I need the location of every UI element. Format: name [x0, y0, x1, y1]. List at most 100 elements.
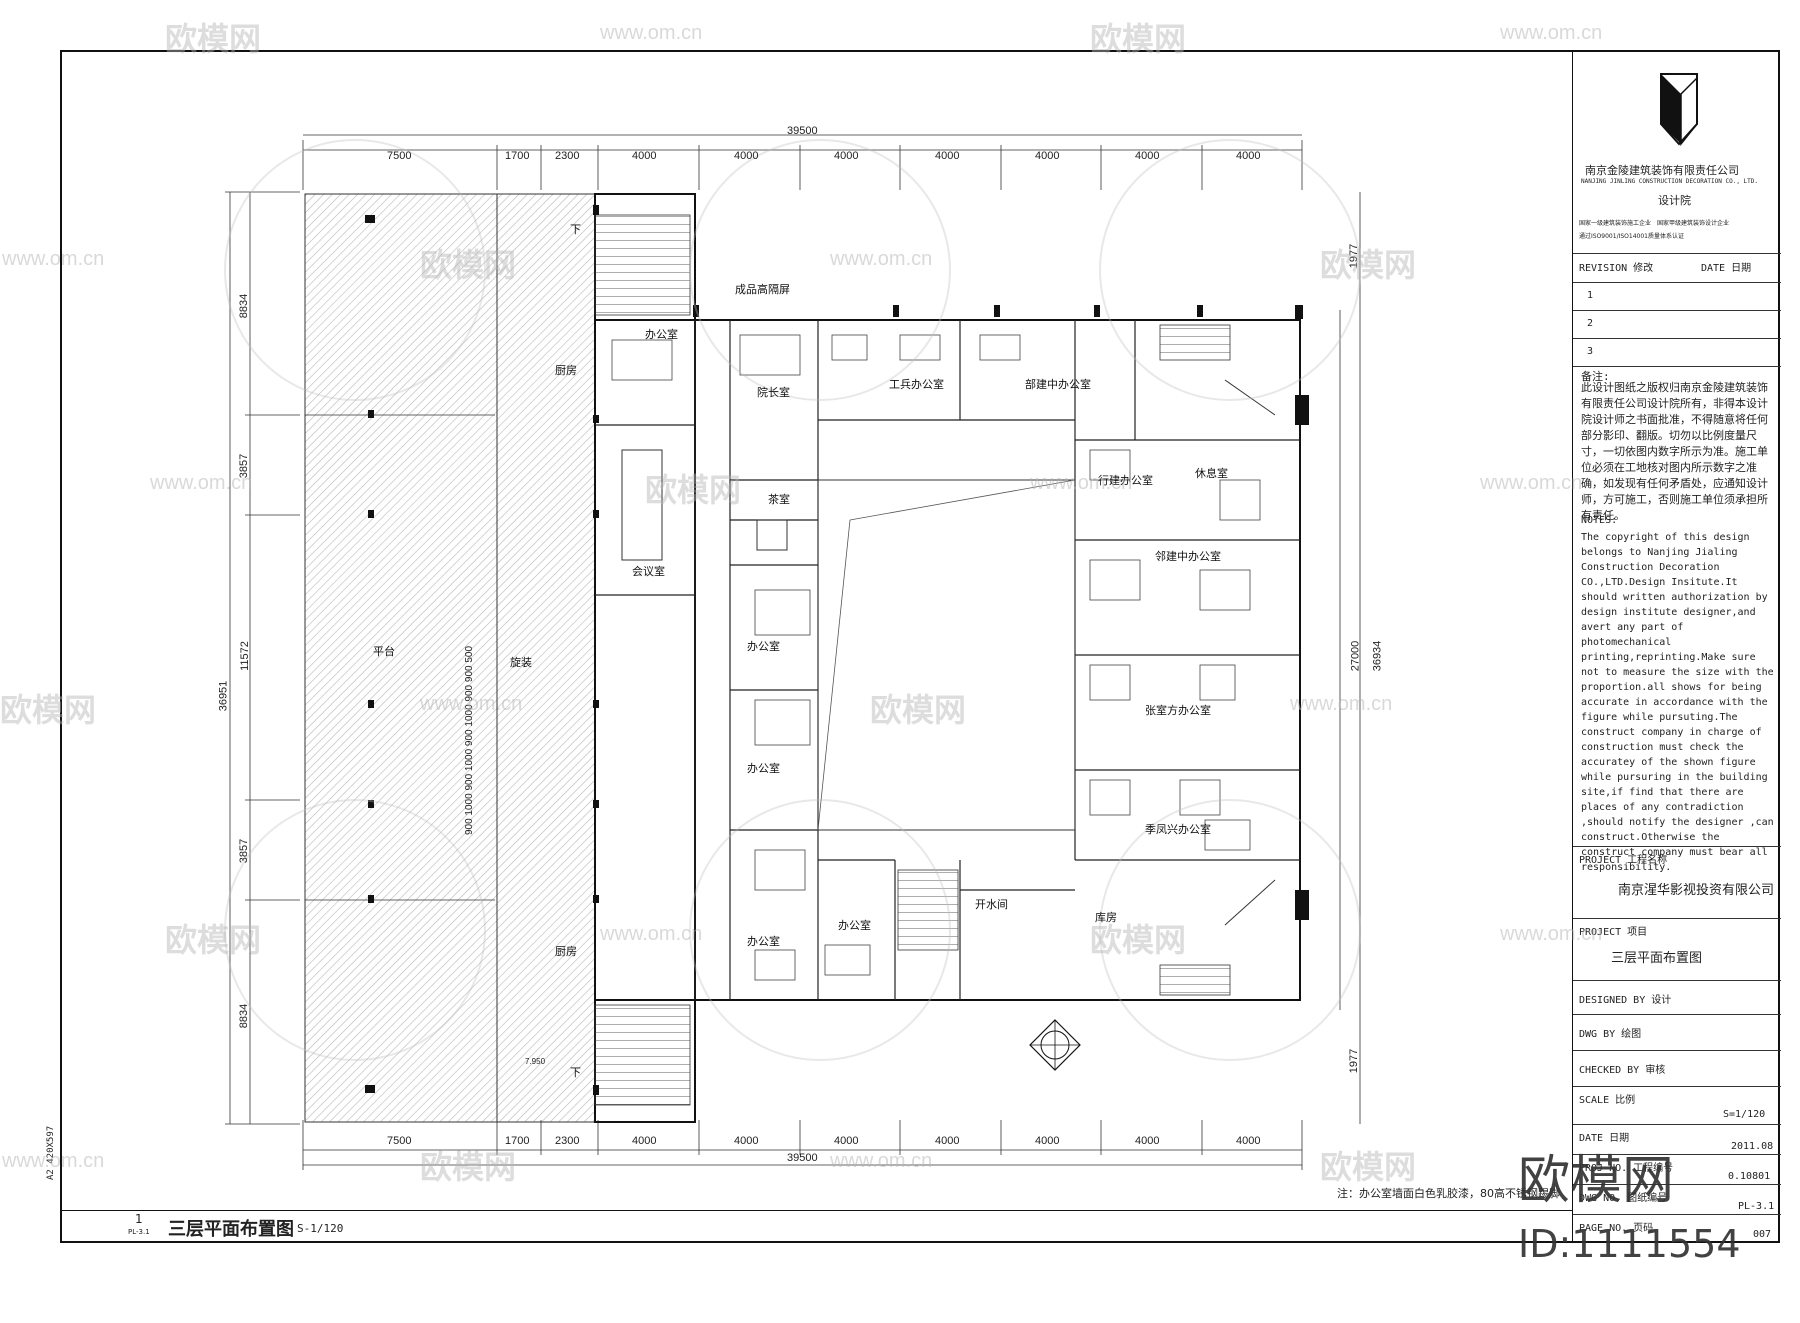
- scale-label: SCALE 比例: [1579, 1095, 1636, 1106]
- dim-bottom-seg-8: 4000: [1035, 1135, 1060, 1147]
- date-row-label: DATE 日期: [1579, 1133, 1630, 1144]
- revision-row-3: 3: [1573, 338, 1781, 366]
- dim-left-seg-2: 3857: [238, 453, 251, 479]
- dim-top-seg-10: 4000: [1236, 150, 1261, 162]
- proj-no-value: 0.10801: [1728, 1171, 1771, 1182]
- dim-bottom-seg-2: 1700: [505, 1135, 530, 1147]
- item-label: PROJECT 项目: [1579, 927, 1648, 938]
- dwg-no-label: DWG NO. 图纸编号: [1579, 1193, 1668, 1204]
- proj-no-label: PROJ NO. 工程编号: [1579, 1163, 1674, 1174]
- dim-left-seg-4: 3857: [238, 838, 251, 864]
- room-meeting: 会议室: [632, 565, 665, 578]
- dim-top-seg-7: 4000: [935, 150, 960, 162]
- bottom-title-strip: [60, 1210, 1572, 1243]
- room-admin: 行建办公室: [1098, 474, 1153, 487]
- stair-down-top: 下: [570, 223, 581, 236]
- room-kitchen-top: 厨房: [555, 364, 577, 377]
- date-row: DATE 日期 2011.08: [1573, 1124, 1781, 1154]
- dim-top-seg-6: 4000: [834, 150, 859, 162]
- dim-top-seg-5: 4000: [734, 150, 759, 162]
- room-zhang: 张室方办公室: [1145, 704, 1211, 717]
- notes-en: The copyright of this design belongs to …: [1581, 532, 1774, 873]
- designed-row: DESIGNED BY 设计: [1573, 980, 1781, 1014]
- revision-label: REVISION 修改: [1579, 263, 1654, 274]
- revision-number-1: 1: [1587, 290, 1594, 301]
- dim-top-seg-1: 7500: [387, 150, 412, 162]
- dim-level: 7.950: [525, 1057, 546, 1066]
- room-glass-screen: 成品高隔屏: [735, 283, 790, 296]
- stair-down-bottom: 下: [570, 1066, 581, 1079]
- page-value: 007: [1753, 1229, 1772, 1240]
- footnote: 注：办公室墙面白色乳胶漆，80高不锈钢踢脚: [1337, 1187, 1560, 1200]
- dim-left-seg-3: 11572: [238, 641, 251, 671]
- notes-row: [1573, 366, 1781, 846]
- dim-bottom-seg-5: 4000: [734, 1135, 759, 1147]
- room-platform: 平台: [373, 645, 395, 658]
- dim-bottom-seg-7: 4000: [935, 1135, 960, 1147]
- dim-stair-sequence: 900 1000 900 1000 900 1000 900 900 500: [464, 645, 476, 836]
- room-parquet: 旋装: [510, 656, 532, 669]
- drawing-frame: [60, 50, 1780, 1243]
- page-row: PAGE NO. 页码 007: [1573, 1214, 1781, 1243]
- drawn-row: DWG BY 绘图: [1573, 1014, 1781, 1050]
- item-row: PROJECT 项目 三层平面布置图: [1573, 918, 1781, 980]
- dim-bottom-seg-1: 7500: [387, 1135, 412, 1147]
- room-warehouse: 库房: [1095, 911, 1117, 924]
- dim-bottom-seg-4: 4000: [632, 1135, 657, 1147]
- dim-bottom-seg-6: 4000: [834, 1135, 859, 1147]
- date-value: 2011.08: [1731, 1141, 1774, 1152]
- dim-right-top: 1977: [1348, 243, 1361, 269]
- watermark-brand-large: 欧模网: [1518, 1151, 1675, 1211]
- dwg-no-value: PL-3.1: [1738, 1201, 1775, 1212]
- date-label: DATE 日期: [1701, 263, 1752, 274]
- room-engineering: 工兵办公室: [889, 378, 944, 391]
- dim-right-inner: 27000: [1349, 640, 1362, 672]
- room-office-5: 办公室: [838, 919, 871, 932]
- checked-label: CHECKED BY 审核: [1579, 1065, 1666, 1076]
- checked-row: CHECKED BY 审核: [1573, 1050, 1781, 1086]
- drawing-title-scale: S-1/120: [297, 1222, 344, 1235]
- cert-line: 国家一级建筑装饰施工企业 国家甲级建筑装饰设计企业: [1579, 220, 1730, 227]
- dim-bottom-seg-9: 4000: [1135, 1135, 1160, 1147]
- company-name-en: NANJING JINLING CONSTRUCTION DECORATION …: [1581, 178, 1759, 185]
- dim-left-total: 36951: [217, 680, 230, 712]
- dim-bottom-seg-10: 4000: [1236, 1135, 1261, 1147]
- room-rest: 休息室: [1195, 467, 1228, 480]
- dim-top-seg-9: 4000: [1135, 150, 1160, 162]
- dim-right-bottom: 1977: [1348, 1048, 1361, 1074]
- notes-cn-title: 备注:: [1581, 370, 1610, 383]
- revision-row-2: 2: [1573, 310, 1781, 338]
- scale-value: S=1/120: [1723, 1109, 1766, 1120]
- designed-label: DESIGNED BY 设计: [1579, 995, 1672, 1006]
- proj-no-row: PROJ NO. 工程编号 0.10801: [1573, 1154, 1781, 1184]
- room-office-2: 办公室: [747, 640, 780, 653]
- title-block: 南京金陵建筑装饰有限责任公司 NANJING JINLING CONSTRUCT…: [1572, 50, 1781, 1243]
- project-name: 南京湦华影视投资有限公司: [1618, 883, 1775, 898]
- revision-number-2: 2: [1587, 318, 1594, 329]
- room-water: 开水间: [975, 898, 1008, 911]
- project-row: PROJECT 工程名称 南京湦华影视投资有限公司: [1573, 846, 1781, 918]
- room-tea: 茶室: [768, 493, 790, 506]
- dim-bottom-total: 39500: [787, 1152, 818, 1164]
- room-kitchen-bottom: 厨房: [555, 945, 577, 958]
- dim-top-seg-4: 4000: [632, 150, 657, 162]
- dim-bottom-seg-3: 2300: [555, 1135, 580, 1147]
- room-deptmid2: 邻建中办公室: [1155, 550, 1221, 563]
- room-director: 院长室: [757, 386, 790, 399]
- dim-top-seg-2: 1700: [505, 150, 530, 162]
- item-name: 三层平面布置图: [1611, 951, 1703, 966]
- floor-plan: [224, 134, 1361, 1170]
- revision-header-row: REVISION 修改 DATE 日期: [1573, 253, 1781, 275]
- scale-row: SCALE 比例 S=1/120: [1573, 1086, 1781, 1124]
- dim-left-seg-1: 8834: [238, 293, 251, 319]
- room-deptmid: 部建中办公室: [1025, 378, 1091, 391]
- iso-line: 通过ISO9001/ISO14001质量体系认证: [1579, 233, 1684, 240]
- drawn-label: DWG BY 绘图: [1579, 1029, 1642, 1040]
- room-ji: 季凤兴办公室: [1145, 823, 1211, 836]
- drawing-title: 三层平面布置图: [168, 1219, 294, 1240]
- dim-top-seg-8: 4000: [1035, 150, 1060, 162]
- institute-name: 设计院: [1658, 194, 1691, 207]
- watermark-id: ID:1111554: [1518, 1222, 1741, 1266]
- drawing-index-sheet: PL-3.1: [128, 1228, 150, 1236]
- room-office-3: 办公室: [747, 762, 780, 775]
